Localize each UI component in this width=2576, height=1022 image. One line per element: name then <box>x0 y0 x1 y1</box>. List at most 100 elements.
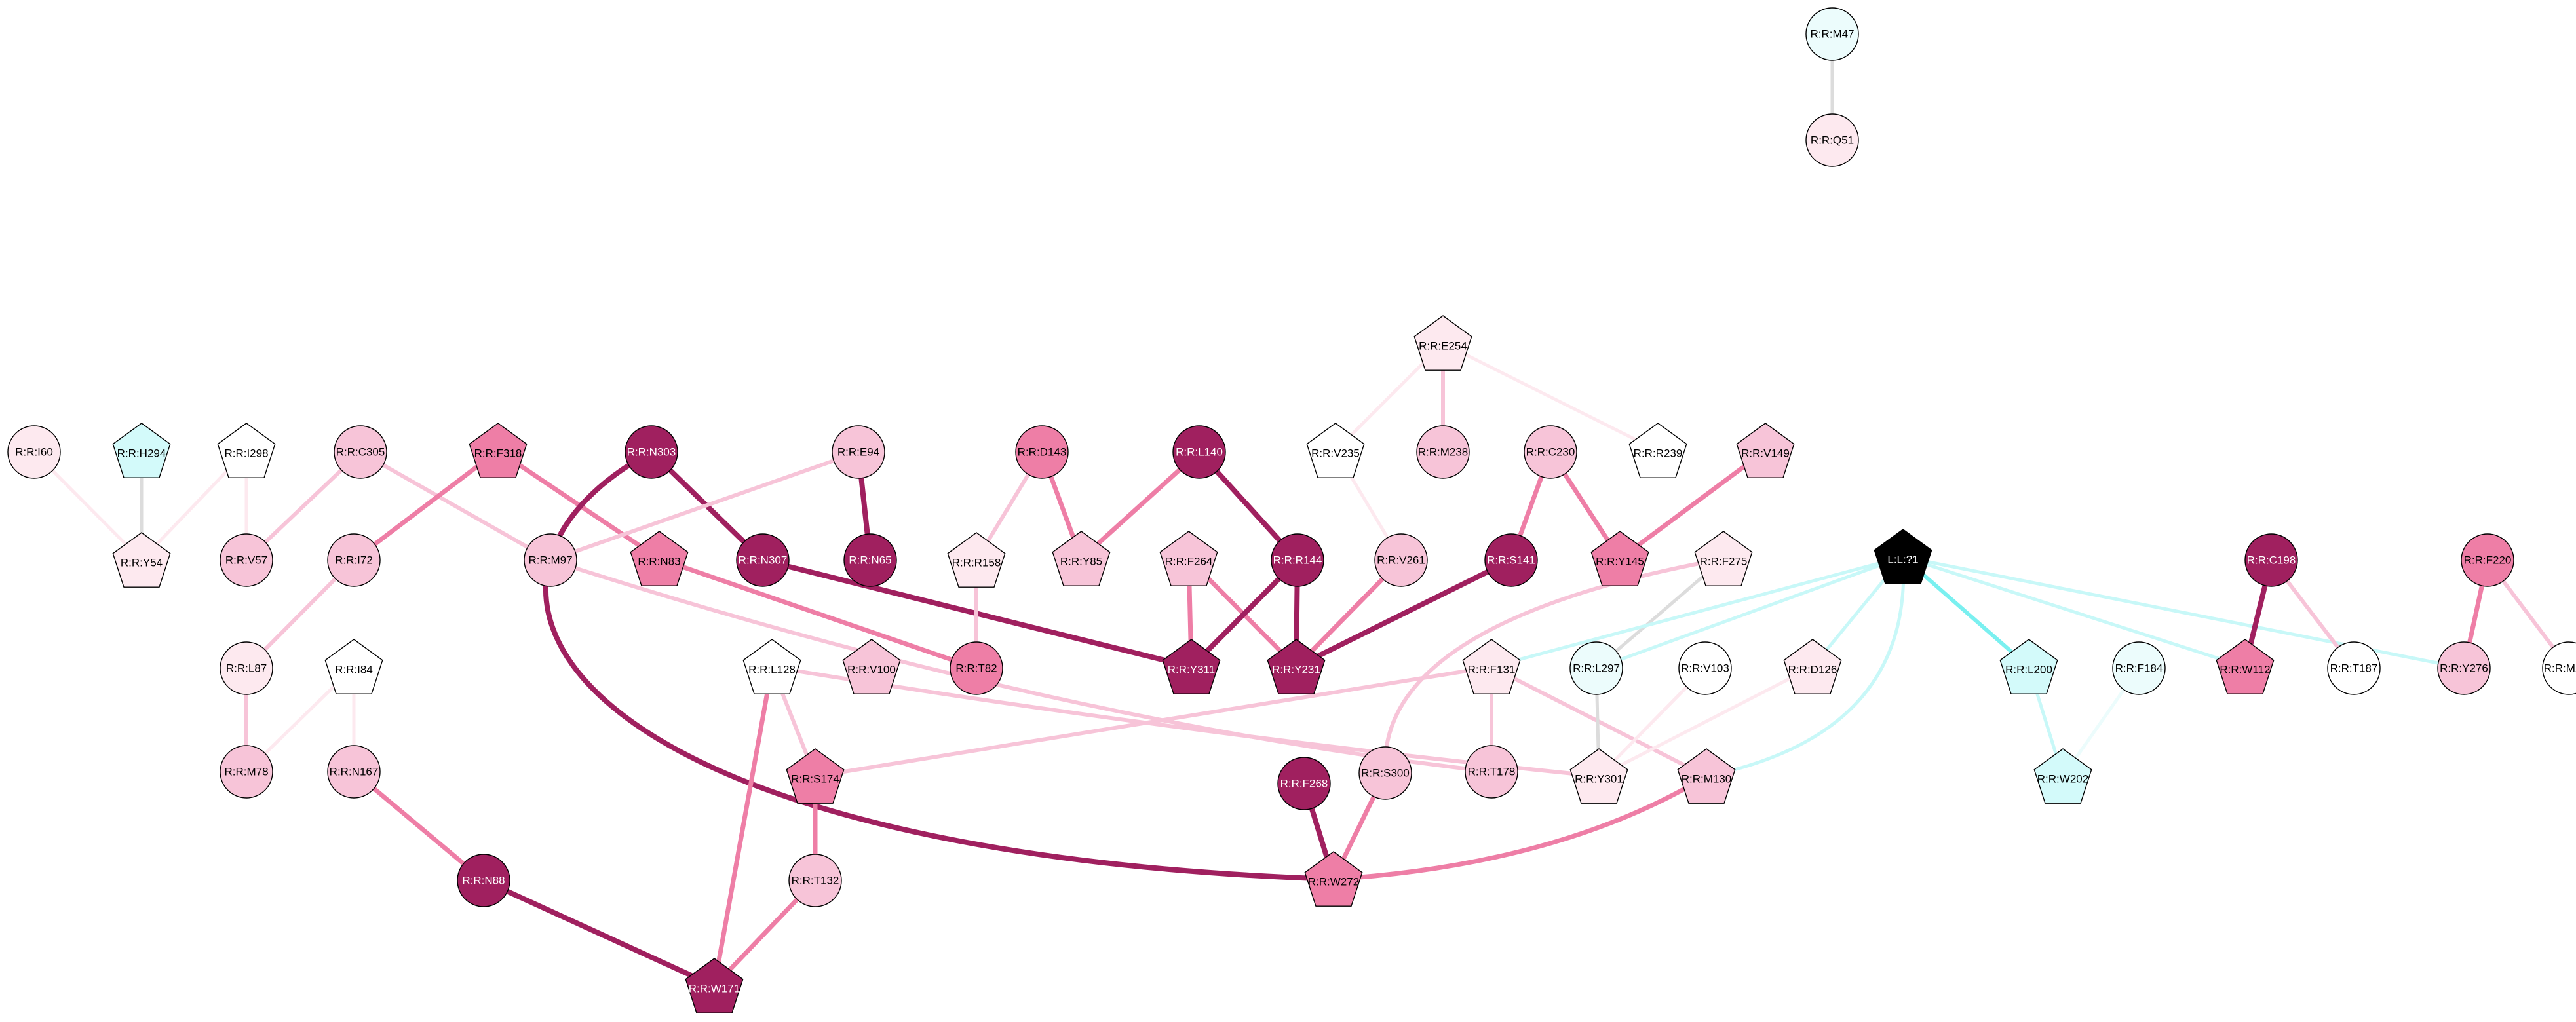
node-r239[interactable]: R:R:R239 <box>1628 423 1687 478</box>
node-f275[interactable]: R:R:F275 <box>1694 531 1753 586</box>
node-f220[interactable]: R:R:F220 <box>2461 533 2514 587</box>
node-f131[interactable]: R:R:F131 <box>1462 639 1521 694</box>
node-n88[interactable]: R:R:N88 <box>457 854 510 907</box>
node-w171[interactable]: R:R:W171 <box>685 958 744 1013</box>
node-circle <box>1805 7 1859 61</box>
node-v103[interactable]: R:R:V103 <box>1678 641 1732 695</box>
node-circle <box>457 854 510 907</box>
node-circle <box>788 854 842 907</box>
node-w202[interactable]: R:R:W202 <box>2033 748 2092 804</box>
node-m130[interactable]: R:R:M130 <box>1677 748 1736 804</box>
node-l297[interactable]: R:R:L297 <box>1569 641 1623 695</box>
node-m238[interactable]: R:R:M238 <box>1416 425 1470 479</box>
node-label: R:R:N65 <box>849 554 891 567</box>
node-e94[interactable]: R:R:E94 <box>832 425 885 479</box>
node-v57[interactable]: R:R:V57 <box>220 533 273 587</box>
node-s174[interactable]: R:R:S174 <box>786 748 845 804</box>
node-label: R:R:T187 <box>2330 662 2378 675</box>
node-t178[interactable]: R:R:T178 <box>1465 745 1518 799</box>
node-d126[interactable]: R:R:D126 <box>1783 639 1842 694</box>
node-s141[interactable]: R:R:S141 <box>1484 533 1538 587</box>
node-m47[interactable]: R:R:M47 <box>1805 7 1859 61</box>
node-circle <box>843 533 897 587</box>
node-s300[interactable]: R:R:S300 <box>1358 746 1412 800</box>
node-m273[interactable]: R:R:M273 <box>2542 641 2576 695</box>
node-l200[interactable]: R:R:L200 <box>1999 639 2058 694</box>
node-label: R:R:W112 <box>2220 664 2270 676</box>
node-label: R:R:F264 <box>1165 556 1213 568</box>
node-circle <box>2112 641 2166 695</box>
node-label: R:R:L297 <box>1573 662 1620 675</box>
node-label: R:R:T132 <box>792 875 839 887</box>
node-n307[interactable]: R:R:N307 <box>736 533 790 587</box>
node-y54[interactable]: R:R:Y54 <box>112 532 171 588</box>
node-pentagon <box>1677 748 1736 804</box>
node-m78[interactable]: R:R:M78 <box>220 745 273 799</box>
node-circle <box>1271 533 1324 587</box>
node-label: R:R:C305 <box>336 446 385 459</box>
node-v235[interactable]: R:R:V235 <box>1306 423 1365 478</box>
node-r158[interactable]: R:R:R158 <box>947 532 1006 588</box>
node-w112[interactable]: R:R:W112 <box>2216 639 2275 694</box>
node-i298[interactable]: R:R:I298 <box>217 423 276 478</box>
node-label: R:R:V100 <box>847 664 896 676</box>
node-y311[interactable]: R:R:Y311 <box>1162 639 1221 694</box>
node-l128[interactable]: R:R:L128 <box>742 639 801 694</box>
node-y301[interactable]: R:R:Y301 <box>1569 748 1628 804</box>
node-label: R:R:F220 <box>2464 554 2512 567</box>
node-y145[interactable]: R:R:Y145 <box>1590 531 1649 586</box>
node-h294[interactable]: R:R:H294 <box>112 423 171 478</box>
node-y231[interactable]: R:R:Y231 <box>1267 639 1326 694</box>
node-i84[interactable]: R:R:I84 <box>324 639 383 694</box>
edge-n88-w171 <box>481 878 717 989</box>
node-label: R:R:Y231 <box>1272 664 1320 676</box>
node-f268[interactable]: R:R:F268 <box>1277 757 1331 810</box>
node-v100[interactable]: R:R:V100 <box>842 639 901 694</box>
node-f318[interactable]: R:R:F318 <box>469 423 528 478</box>
node-m97[interactable]: R:R:M97 <box>524 533 577 587</box>
node-c230[interactable]: R:R:C230 <box>1524 425 1577 479</box>
node-i72[interactable]: R:R:I72 <box>327 533 381 587</box>
node-label: R:R:R144 <box>1273 554 1322 567</box>
node-r144[interactable]: R:R:R144 <box>1271 533 1324 587</box>
node-circle <box>1172 425 1226 479</box>
node-label: R:R:F318 <box>474 447 522 460</box>
node-t187[interactable]: R:R:T187 <box>2327 641 2381 695</box>
node-label: R:R:I60 <box>15 446 53 459</box>
node-y276[interactable]: R:R:Y276 <box>2437 641 2491 695</box>
node-f264[interactable]: R:R:F264 <box>1159 531 1218 586</box>
node-label: R:R:M97 <box>528 554 572 567</box>
node-e254[interactable]: R:R:E254 <box>1413 315 1472 371</box>
node-c305[interactable]: R:R:C305 <box>334 425 387 479</box>
node-c198[interactable]: R:R:C198 <box>2244 533 2298 587</box>
node-v149[interactable]: R:R:V149 <box>1736 423 1795 478</box>
node-f184[interactable]: R:R:F184 <box>2112 641 2166 695</box>
node-v261[interactable]: R:R:V261 <box>1374 533 1428 587</box>
node-pentagon <box>1306 423 1365 478</box>
node-n65[interactable]: R:R:N65 <box>843 533 897 587</box>
node-l1[interactable]: L:L:?1 <box>1874 529 1932 584</box>
node-circle <box>1358 746 1412 800</box>
node-circle <box>220 533 273 587</box>
node-t132[interactable]: R:R:T132 <box>788 854 842 907</box>
node-q51[interactable]: R:R:Q51 <box>1805 113 1859 167</box>
node-label: R:R:M130 <box>1682 773 1732 785</box>
node-label: R:R:E254 <box>1419 340 1467 352</box>
node-n303[interactable]: R:R:N303 <box>625 425 678 479</box>
node-pentagon <box>1569 748 1628 804</box>
node-label: R:R:H294 <box>117 447 166 460</box>
node-y85[interactable]: R:R:Y85 <box>1052 531 1111 586</box>
node-n167[interactable]: R:R:N167 <box>327 745 381 799</box>
edge-c305-m97 <box>358 450 552 562</box>
edge-e254-r239 <box>1441 341 1660 453</box>
node-n83[interactable]: R:R:N83 <box>630 531 689 586</box>
node-pentagon <box>630 531 689 586</box>
node-d143[interactable]: R:R:D143 <box>1015 425 1069 479</box>
node-l140[interactable]: R:R:L140 <box>1172 425 1226 479</box>
node-label: R:R:S141 <box>1487 554 1535 567</box>
node-t82[interactable]: R:R:T82 <box>950 641 1003 695</box>
node-label: R:R:W272 <box>1308 876 1359 888</box>
node-l87[interactable]: R:R:L87 <box>220 641 273 695</box>
node-i60[interactable]: R:R:I60 <box>7 425 61 479</box>
node-w272[interactable]: R:R:W272 <box>1304 851 1363 907</box>
